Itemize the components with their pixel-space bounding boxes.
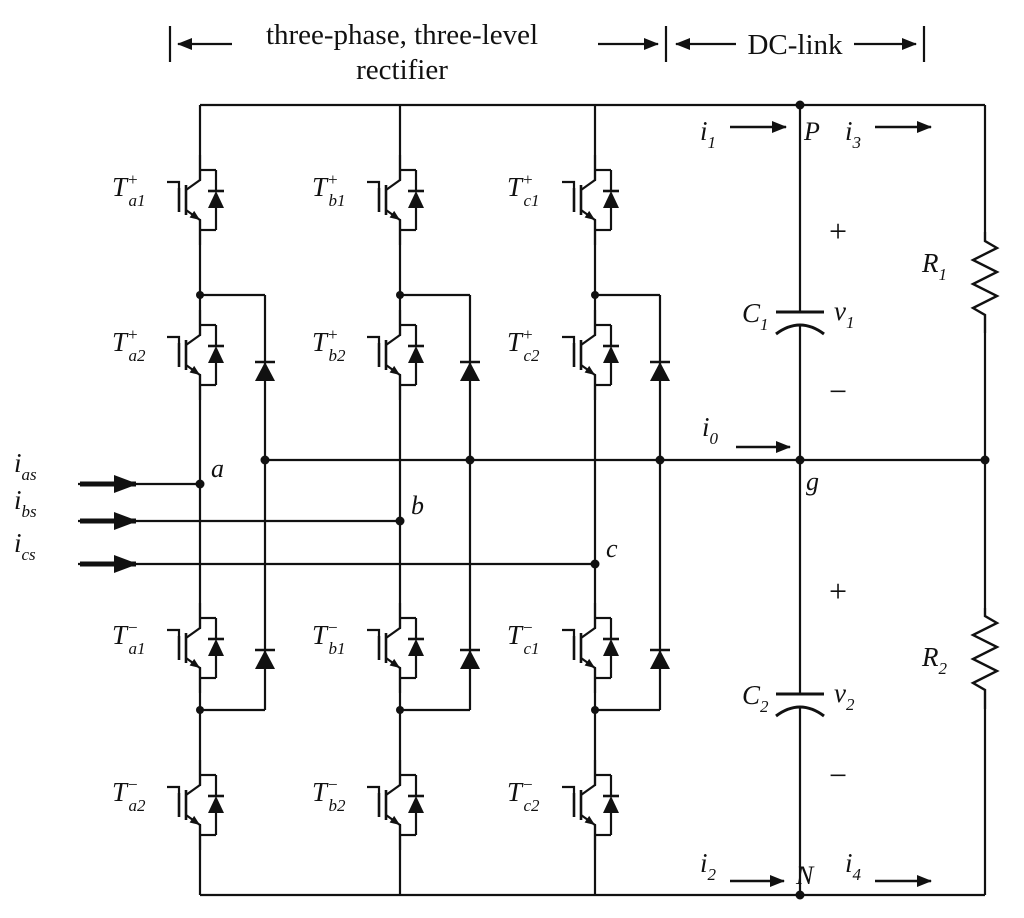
- plus-sign-c2: +: [829, 573, 847, 609]
- label-switch-tc2-minus: T−c2: [507, 775, 540, 815]
- clamp-diode-a-lower-icon: [253, 648, 277, 671]
- dimension-ticks: [168, 26, 926, 62]
- label-i1: i1: [700, 116, 716, 152]
- capacitor-c2: [775, 692, 825, 718]
- junction-dot: [465, 455, 475, 465]
- drawing-layer: [78, 26, 1000, 900]
- label-switch-tb2-plus: T+b2: [312, 325, 346, 365]
- junction-dot-a: [195, 479, 205, 489]
- label-switch-ta2-plus: T+a2: [112, 325, 146, 365]
- label-ias: ias: [14, 448, 37, 484]
- rectifier-title-line1: three-phase, three-level: [266, 19, 538, 51]
- capacitor-c1: [775, 310, 825, 336]
- resistor-r2: [970, 608, 1000, 709]
- label-i0: i0: [702, 412, 719, 448]
- clamp-diode-a-upper-icon: [253, 360, 277, 383]
- resistor-r1: [970, 232, 1000, 333]
- junction-dot-c: [590, 559, 600, 569]
- junction-dot: [260, 455, 270, 465]
- label-c2: C2: [742, 680, 769, 716]
- label-v1: v1: [834, 296, 854, 332]
- label-c1: C1: [742, 298, 769, 334]
- junction-dot-n: [795, 890, 805, 900]
- label-i4: i4: [845, 848, 862, 884]
- node-label-n: N: [795, 861, 815, 890]
- igbt-ta1-minus: [167, 603, 224, 693]
- clamp-branch-a: [200, 293, 267, 712]
- igbt-ta2-plus: [167, 310, 224, 400]
- igbt-tc2-minus: [562, 760, 619, 850]
- minus-sign-c2: −: [829, 757, 847, 793]
- junction-dot: [196, 706, 204, 714]
- igbt-tb2-minus: [367, 760, 424, 850]
- minus-sign-c1: −: [829, 373, 847, 409]
- label-i3: i3: [845, 116, 861, 152]
- label-switch-tc1-minus: T−c1: [507, 618, 540, 658]
- junction-dot: [396, 291, 404, 299]
- label-r1: R1: [921, 248, 947, 284]
- dclink-title: DC-link: [747, 29, 843, 61]
- junction-dot: [980, 455, 990, 465]
- label-switch-ta1-minus: T−a1: [112, 618, 146, 658]
- label-switch-ta2-minus: T−a2: [112, 775, 146, 815]
- junction-dot: [396, 706, 404, 714]
- igbt-tb1-minus: [367, 603, 424, 693]
- clamp-diode-c-lower-icon: [648, 648, 672, 671]
- clamp-diode-b-lower-icon: [458, 648, 482, 671]
- junction-dot-g: [795, 455, 805, 465]
- igbt-tc2-plus: [562, 310, 619, 400]
- junction-dot: [655, 455, 665, 465]
- igbt-ta1-plus: [167, 155, 224, 245]
- igbt-ta2-minus: [167, 760, 224, 850]
- node-label-a: a: [211, 454, 224, 483]
- label-i2: i2: [700, 848, 717, 884]
- label-ics: ics: [14, 528, 36, 564]
- label-ibs: ibs: [14, 485, 37, 521]
- igbt-tb2-plus: [367, 310, 424, 400]
- junction-dots: [195, 100, 990, 900]
- node-label-p: P: [803, 117, 820, 146]
- junction-dot: [591, 706, 599, 714]
- clamp-diode-c-upper-icon: [648, 360, 672, 383]
- igbt-tb1-plus: [367, 155, 424, 245]
- junction-dot-b: [395, 516, 405, 526]
- label-switch-tc1-plus: T+c1: [507, 170, 540, 210]
- label-switch-tb1-minus: T−b1: [312, 618, 346, 658]
- label-switch-tc2-plus: T+c2: [507, 325, 540, 365]
- node-label-c: c: [606, 534, 618, 563]
- node-label-b: b: [411, 491, 424, 520]
- label-switch-tb1-plus: T+b1: [312, 170, 346, 210]
- rectifier-title-line2: rectifier: [356, 54, 448, 86]
- label-switch-tb2-minus: T−b2: [312, 775, 346, 815]
- igbt-tc1-plus: [562, 155, 619, 245]
- igbt-tc1-minus: [562, 603, 619, 693]
- clamp-branch-c: [595, 293, 662, 712]
- label-v2: v2: [834, 678, 855, 714]
- plus-sign-c1: +: [829, 213, 847, 249]
- junction-dot: [591, 291, 599, 299]
- node-label-g: g: [806, 467, 819, 496]
- junction-dot-p: [795, 100, 805, 110]
- clamp-diode-b-upper-icon: [458, 360, 482, 383]
- labels-layer: three-phase, three-level rectifier DC-li…: [14, 19, 948, 890]
- label-r2: R2: [921, 642, 948, 678]
- junction-dot: [196, 291, 204, 299]
- label-switch-ta1-plus: T+a1: [112, 170, 146, 210]
